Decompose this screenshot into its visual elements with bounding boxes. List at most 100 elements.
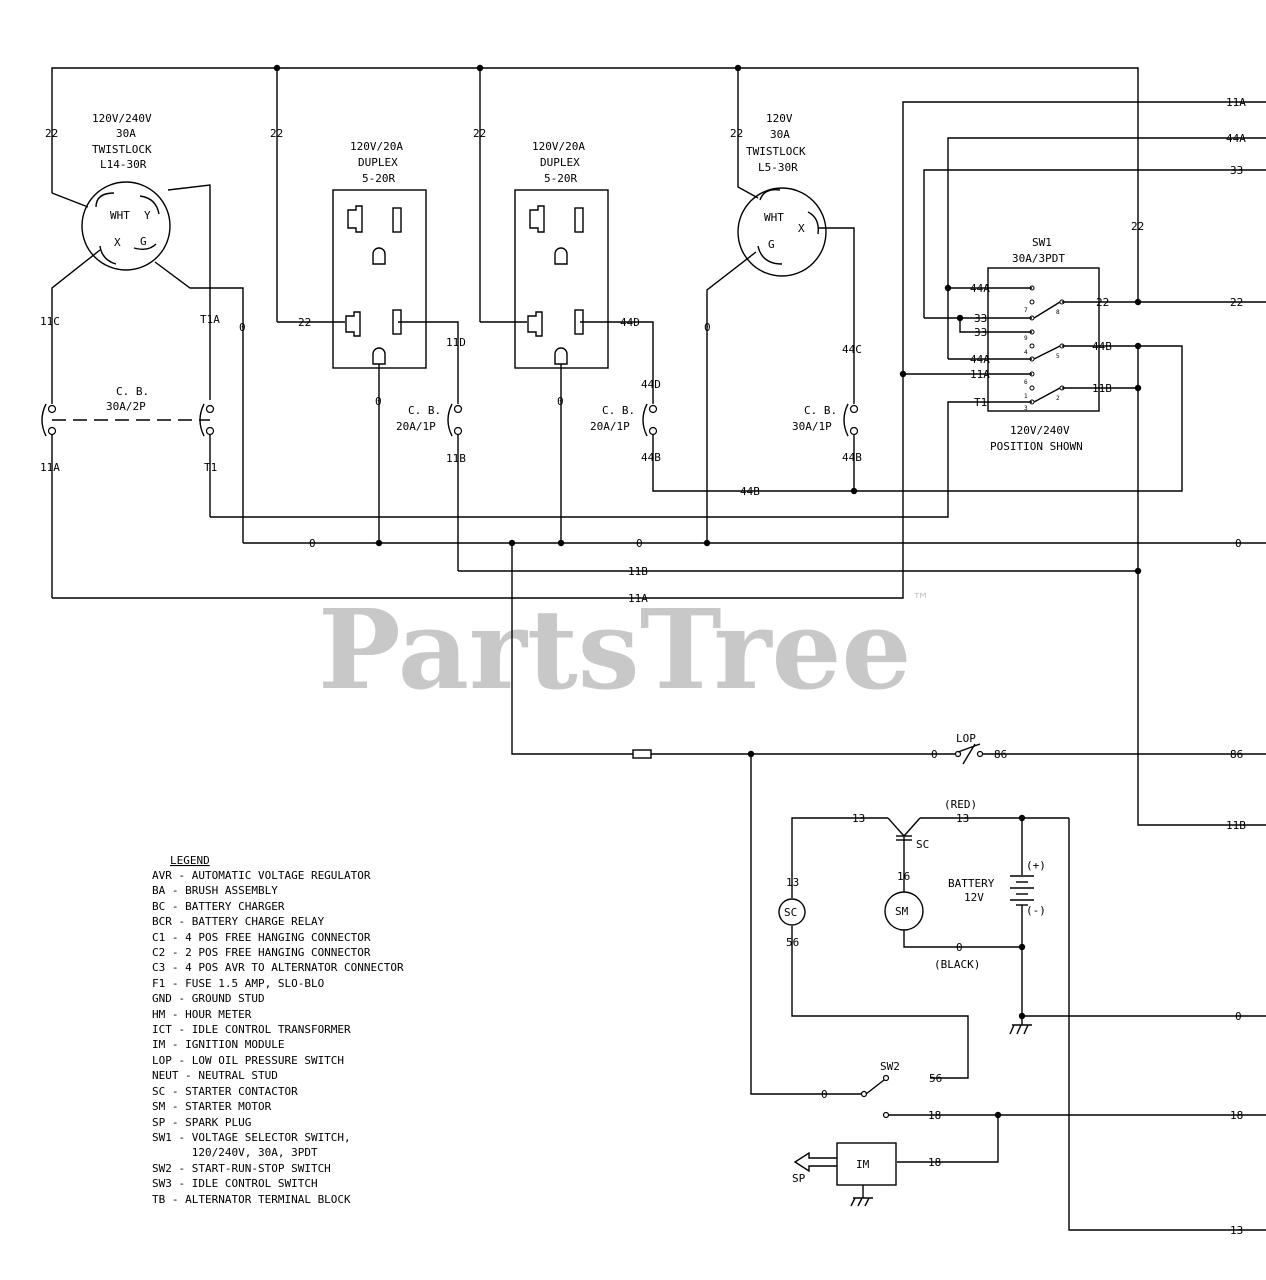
wire-label: 0: [704, 321, 711, 334]
sw1-caption-1: 120V/240V: [1010, 424, 1070, 437]
l5-label-1: 120V: [766, 112, 793, 125]
wire-label: 86: [1230, 748, 1243, 761]
l14-30r-receptacle: WHT Y X G 120V/240V 30A TWISTLOCK L14-30…: [81, 112, 171, 271]
l14-label-3: TWISTLOCK: [92, 143, 152, 156]
duplex1-label-2: DUPLEX: [358, 156, 398, 169]
starter-motor: SM: [884, 891, 924, 931]
duplex2-label-1: 120V/20A: [532, 140, 585, 153]
sw1-pin-7: 7: [1024, 307, 1028, 314]
duplex-receptacle-2: 120V/20A DUPLEX 5-20R: [514, 140, 609, 369]
circuit-breaker-l5: C. B. 30A/1P: [792, 403, 859, 437]
ground-symbol: [1009, 1024, 1032, 1035]
fuse-symbol: [632, 749, 652, 759]
wire-label: 11A: [628, 592, 648, 605]
legend-item: SP - SPARK PLUG: [152, 1116, 251, 1129]
wire-label: 22: [298, 316, 311, 329]
sw1-pin-6: 6: [1024, 379, 1028, 386]
wire-label: 0: [375, 395, 382, 408]
legend-item: AVR - AUTOMATIC VOLTAGE REGULATOR: [152, 869, 371, 882]
sc-contactor-label: SC: [916, 838, 929, 851]
wire-labels: 22 22 22 22 22 22 22 22 11C T1A 0 11A T1…: [40, 96, 1246, 1237]
wire-label: 13: [786, 876, 799, 889]
wire-label: 44B: [740, 485, 760, 498]
sw1-title: SW1: [1032, 236, 1052, 249]
wire-label: T1: [204, 461, 217, 474]
legend-item: SW1 - VOLTAGE SELECTOR SWITCH,: [152, 1131, 351, 1144]
wire-label: 18: [1230, 1109, 1243, 1122]
wire-label: 44B: [842, 451, 862, 464]
wire-label: 11A: [970, 368, 990, 381]
l14-g-label: G: [140, 235, 147, 248]
legend-item: TB - ALTERNATOR TERMINAL BLOCK: [152, 1193, 351, 1206]
sm-label: SM: [895, 905, 909, 918]
wire-label: 13: [1230, 1224, 1243, 1237]
wire-label: 33: [1230, 164, 1243, 177]
wire-label: 44A: [1226, 132, 1246, 145]
wire-label: 22: [45, 127, 58, 140]
l14-label-2: 30A: [116, 127, 136, 140]
wire-label: 22: [270, 127, 283, 140]
start-run-stop-switch-sw2: SW2: [860, 1060, 900, 1119]
junction-dots: [273, 64, 1142, 1119]
wire-label: 18: [928, 1109, 941, 1122]
legend-item: C2 - 2 POS FREE HANGING CONNECTOR: [152, 946, 371, 959]
legend-item: BC - BATTERY CHARGER: [152, 900, 285, 913]
wire-label: 22: [730, 127, 743, 140]
l14-y-label: Y: [144, 209, 151, 222]
legend-item: ICT - IDLE CONTROL TRANSFORMER: [152, 1023, 351, 1036]
ignition-module: IM SP: [792, 1142, 897, 1207]
watermark-text: PartsTree: [318, 585, 912, 714]
battery-label-2: 12V: [964, 891, 984, 904]
duplex1-label-1: 120V/20A: [350, 140, 403, 153]
wire-label: 13: [956, 812, 969, 825]
wire-label: 22: [1131, 220, 1144, 233]
sw1-rating: 30A/3PDT: [1012, 252, 1065, 265]
legend-item: NEUT - NEUTRAL STUD: [152, 1069, 278, 1082]
circuit-breaker-main: C. B. 30A/2P: [41, 385, 215, 437]
sw1-pin-5: 5: [1056, 353, 1060, 360]
wire-label: 0: [636, 537, 643, 550]
legend-item: BA - BRUSH ASSEMBLY: [152, 884, 278, 897]
wire-label: 22: [473, 127, 486, 140]
circuit-breaker-duplex-1: C. B. 20A/1P: [396, 403, 463, 437]
duplex2-label-2: DUPLEX: [540, 156, 580, 169]
wire-label: 44D: [641, 378, 661, 391]
wire-label: 86: [994, 748, 1007, 761]
l5-label-3: TWISTLOCK: [746, 145, 806, 158]
l14-label-1: 120V/240V: [92, 112, 152, 125]
l5-x-label: X: [798, 222, 805, 235]
legend: LEGEND AVR - AUTOMATIC VOLTAGE REGULATOR…: [152, 854, 404, 1206]
wire-label: 44D: [620, 316, 640, 329]
sc-coil-label: SC: [784, 906, 797, 919]
battery: BATTERY 12V (+) (-): [948, 859, 1046, 917]
wire-label: 11A: [1226, 96, 1246, 109]
l14-wht-label: WHT: [110, 209, 130, 222]
wire-label: 13: [852, 812, 865, 825]
wiring: [51, 67, 1266, 1231]
wire-label: 44C: [842, 343, 862, 356]
wire-label: 0: [931, 748, 938, 761]
wire-label: 33: [974, 326, 987, 339]
wire-label: 16: [897, 870, 910, 883]
sw1-pin-9: 9: [1024, 335, 1028, 342]
legend-item: LOP - LOW OIL PRESSURE SWITCH: [152, 1054, 344, 1067]
cb-d2-label-2: 20A/1P: [590, 420, 630, 433]
wire-label: 11B: [628, 565, 648, 578]
cb-l5-label-1: C. B.: [804, 404, 837, 417]
duplex2-label-3: 5-20R: [544, 172, 577, 185]
cb-l5-label-2: 30A/1P: [792, 420, 832, 433]
battery-plus: (+): [1026, 859, 1046, 872]
wire-label: 44B: [641, 451, 661, 464]
wire-label: 44A: [970, 353, 990, 366]
red-wire-label: (RED): [944, 798, 977, 811]
wire-label: 0: [239, 321, 246, 334]
wire-label: 11C: [40, 315, 60, 328]
sw1-pin-2: 2: [1056, 395, 1060, 402]
sp-label: SP: [792, 1172, 806, 1185]
cb-d2-label-1: C. B.: [602, 404, 635, 417]
legend-item: GND - GROUND STUD: [152, 992, 265, 1005]
battery-minus: (-): [1026, 904, 1046, 917]
sw1-pin-4: 4: [1024, 349, 1028, 356]
l5-label-4: L5-30R: [758, 161, 798, 174]
wire-label: T1A: [200, 313, 220, 326]
